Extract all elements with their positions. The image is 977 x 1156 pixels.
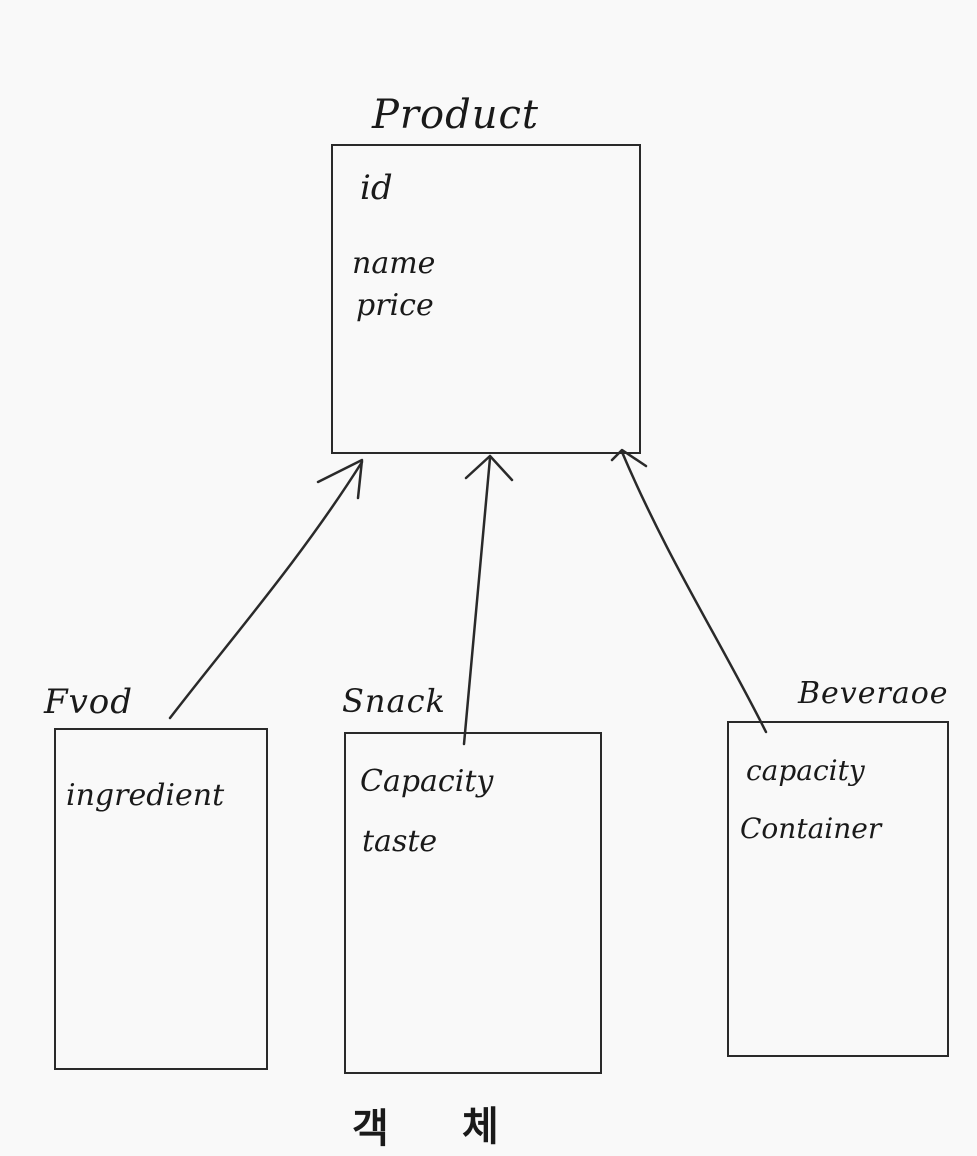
arrow-snack-to-product [462,454,514,746]
product-attr-price: price [356,288,434,323]
arrow-beverage-to-product [610,448,768,734]
food-attr-ingredient: ingredient [66,778,225,813]
beverage-class-box [727,721,949,1057]
product-attr-id: id [360,168,393,208]
snack-attr-taste: taste [362,824,438,859]
product-class-title: Product [372,92,539,138]
caption-left: 객 [352,1106,389,1152]
product-class-box [331,144,641,454]
product-attr-name: name [352,246,436,281]
food-class-title: Fvod [44,682,134,722]
arrow-food-to-product [168,458,364,720]
beverage-class-title: Beveraoe [798,676,949,711]
caption-right: 체 [462,1104,499,1150]
snack-class-title: Snack [342,682,446,720]
beverage-attr-container: Container [740,812,882,845]
beverage-attr-capacity: capacity [746,754,865,787]
snack-attr-capacity: Capacity [360,764,494,799]
food-class-box [54,728,268,1070]
